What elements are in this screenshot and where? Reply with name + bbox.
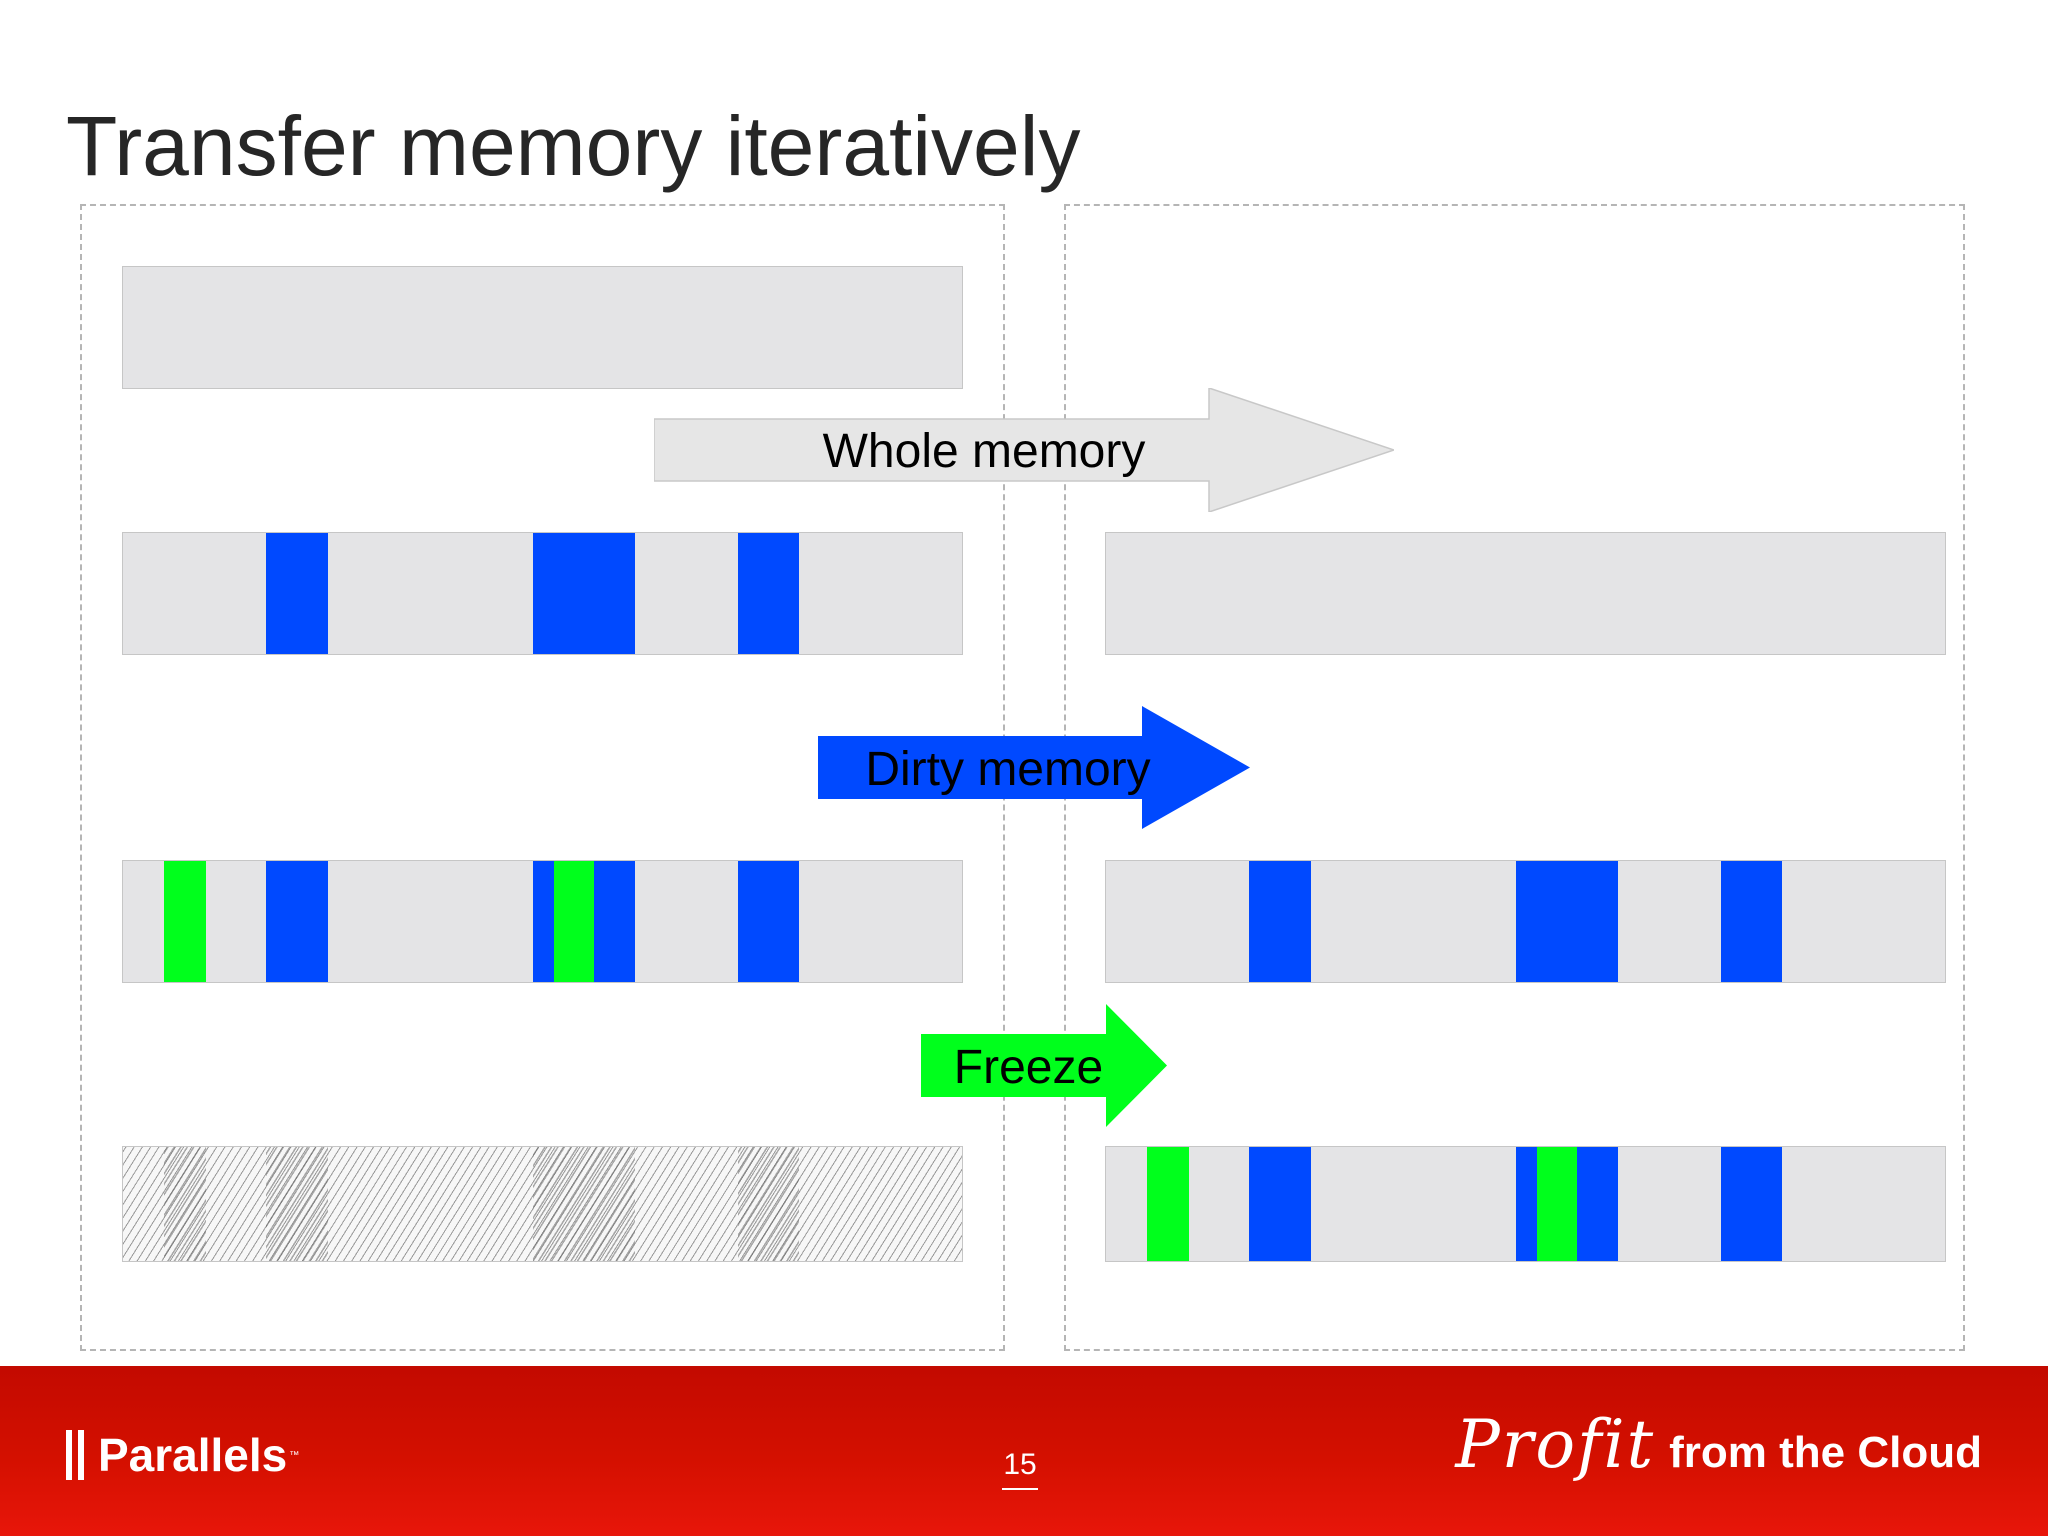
source-memory-bar-1 [122, 266, 963, 389]
dirty-block [1516, 861, 1618, 982]
frozen-block [164, 1147, 206, 1261]
freeze-block [1147, 1147, 1189, 1261]
dirty-block [533, 533, 635, 654]
whole-memory-arrow: Whole memory [654, 388, 1394, 512]
slide-title: Transfer memory iteratively [66, 99, 1081, 193]
whole-memory-label: Whole memory [822, 425, 1146, 478]
freeze-block [1537, 1147, 1577, 1261]
tagline: Profit from the Cloud [1455, 1406, 1982, 1483]
freeze-block [554, 861, 594, 982]
source-memory-bar-3 [122, 860, 963, 983]
source-memory-bar-frozen [122, 1146, 963, 1262]
dirty-block [266, 533, 328, 654]
footer-banner: Parallels ™ 15 Profit from the Cloud [0, 1366, 2048, 1536]
dirty-block [738, 533, 799, 654]
tagline-text: from the Cloud [1669, 1428, 1982, 1477]
source-memory-bar-2 [122, 532, 963, 655]
brand-name: Parallels [98, 1429, 288, 1481]
freeze-block [164, 861, 206, 982]
dirty-block [1721, 861, 1782, 982]
dirty-block [738, 861, 799, 982]
freeze-label: Freeze [953, 1041, 1104, 1094]
destination-memory-bar-2 [1105, 860, 1946, 983]
page-number: 15 [980, 1450, 1060, 1490]
dirty-memory-arrow: Dirty memory [818, 706, 1250, 829]
freeze-arrow: Freeze [921, 1004, 1167, 1127]
frozen-block [738, 1147, 799, 1261]
destination-memory-bar-1 [1105, 532, 1946, 655]
trademark-mark: ™ [289, 1449, 300, 1461]
frozen-block [533, 1147, 635, 1261]
frozen-block [266, 1147, 328, 1261]
parallels-bars-icon [66, 1430, 88, 1480]
tagline-script: Profit [1455, 1406, 1656, 1483]
dirty-memory-label: Dirty memory [865, 743, 1151, 796]
dirty-block [266, 861, 328, 982]
dirty-block [1249, 1147, 1311, 1261]
destination-memory-bar-final [1105, 1146, 1946, 1262]
parallels-logo: Parallels ™ [66, 1428, 299, 1482]
dirty-block [1249, 861, 1311, 982]
dirty-block [1721, 1147, 1782, 1261]
